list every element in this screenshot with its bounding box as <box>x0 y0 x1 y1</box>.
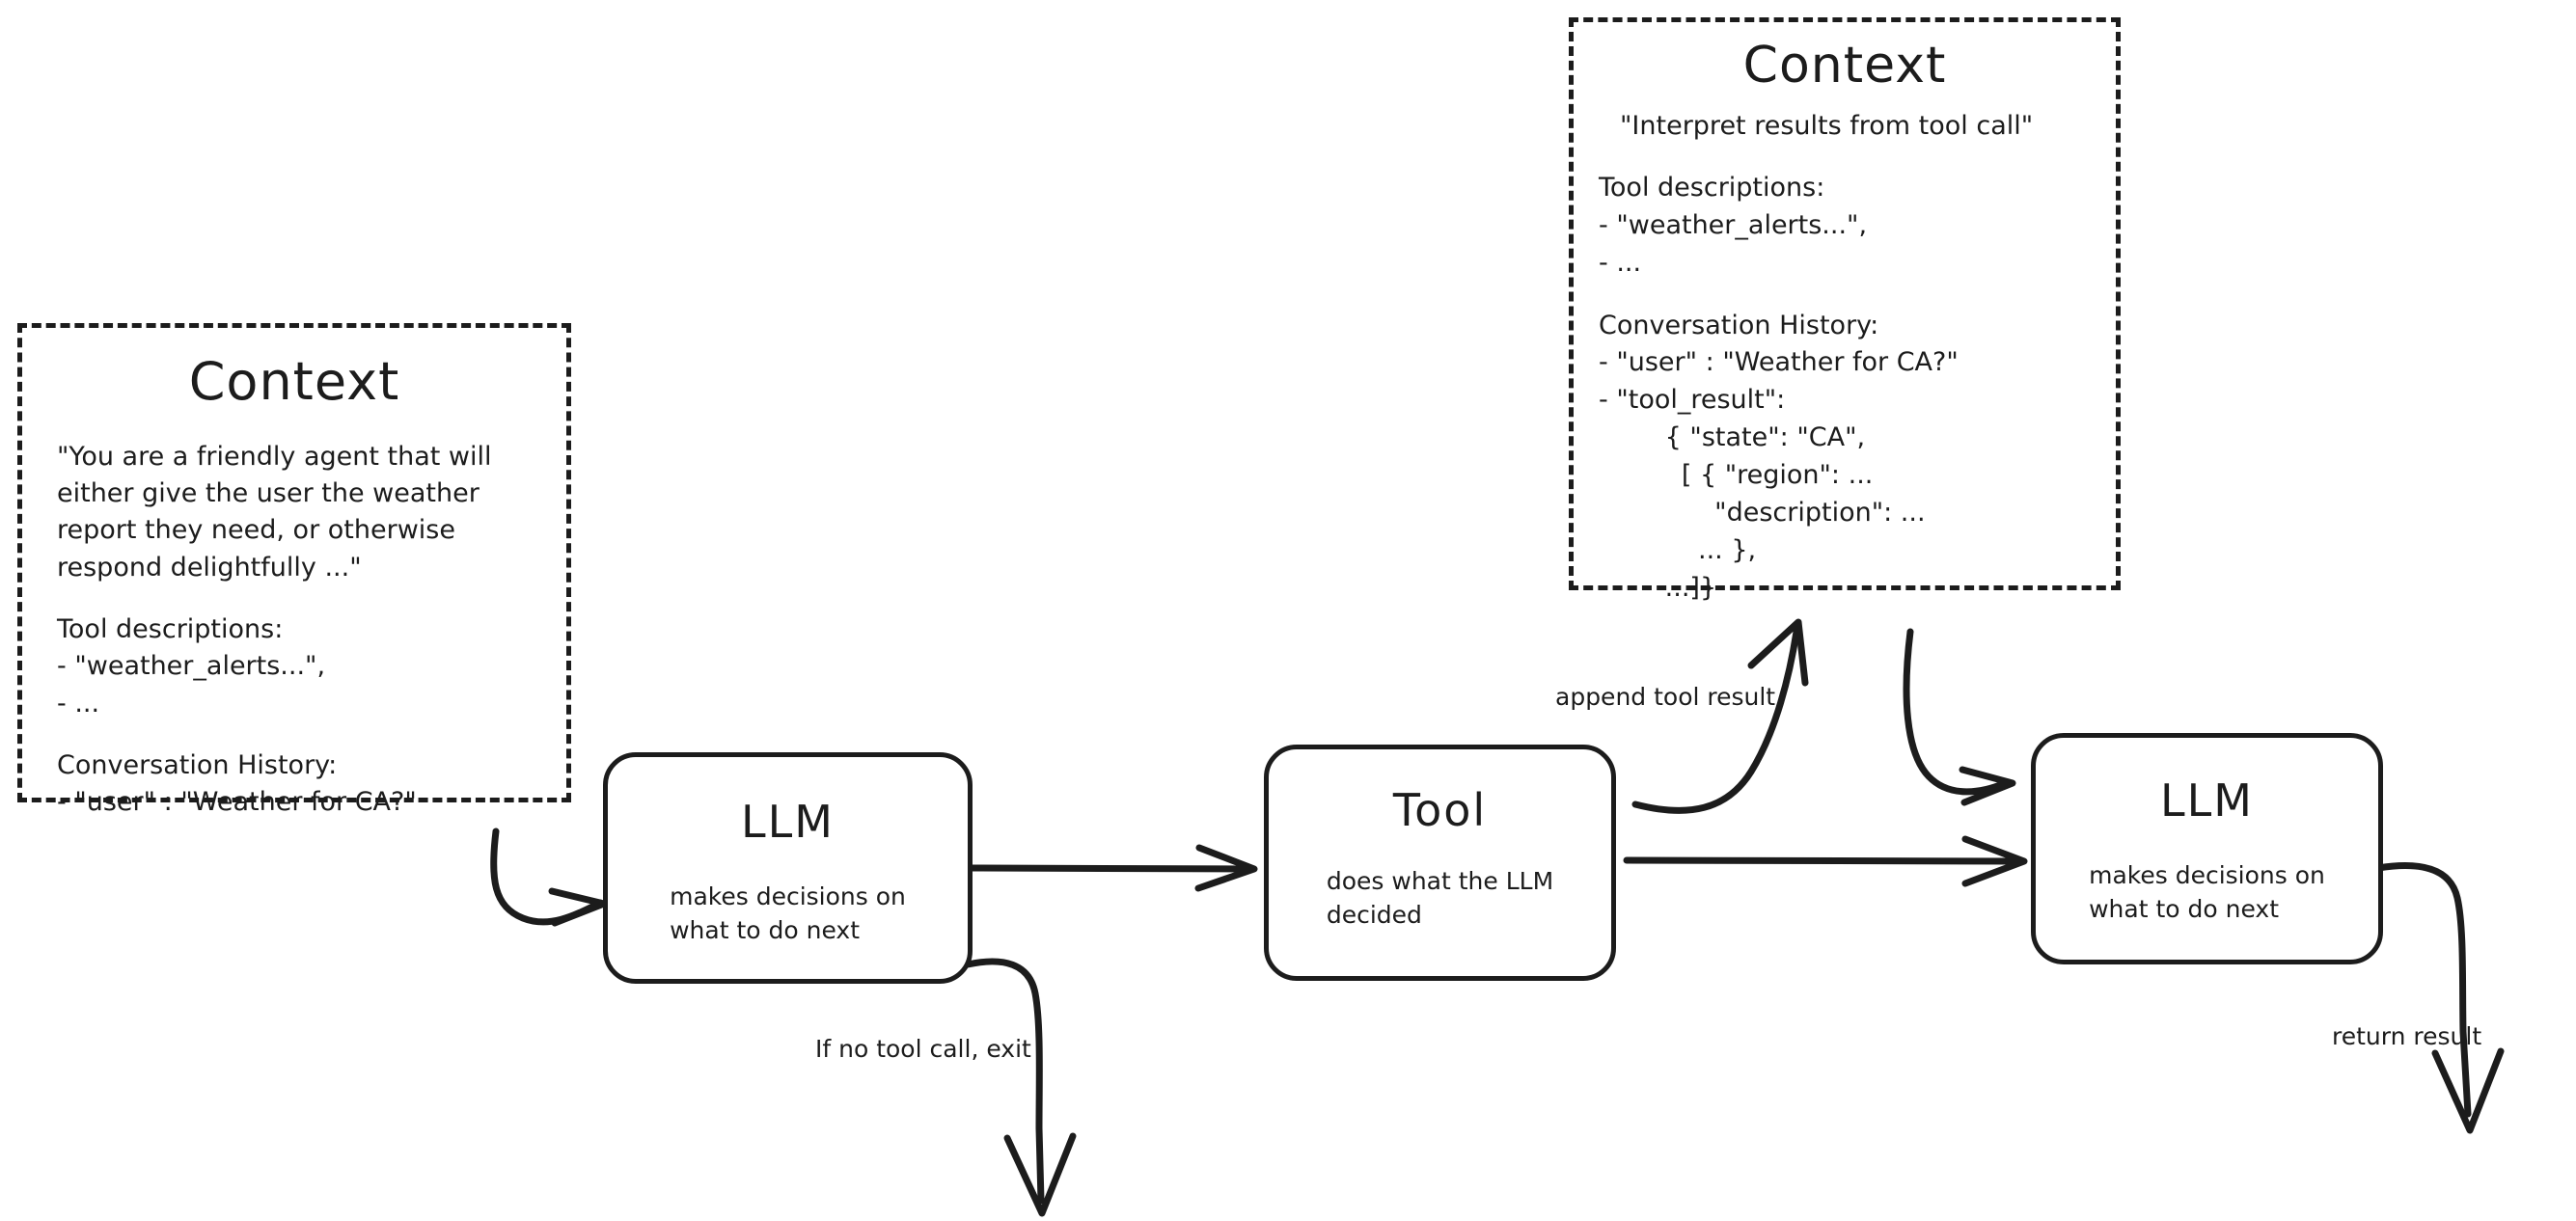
edge-context-to-llm1 <box>490 828 604 926</box>
context-after-tool-conversation-history: Conversation History: - "user" : "Weathe… <box>1599 310 1959 603</box>
edge-context-to-llm1-head <box>548 887 608 927</box>
edge-context-to-llm2 <box>1903 628 2009 796</box>
context-card-initial: Context "You are a friendly agent that w… <box>17 323 571 817</box>
node-tool-title: Tool <box>1392 784 1488 836</box>
node-llm-second-title: LLM <box>2160 774 2254 827</box>
context-after-tool-system-prompt: "Interpret results from tool call" <box>1620 110 2034 141</box>
edge-tool-to-llm2-head <box>1961 835 2028 887</box>
node-llm-first[interactable]: LLM makes decisions on what to do next <box>603 752 973 984</box>
edge-label-append-tool-result: append tool result <box>1555 683 1776 711</box>
context-card-after-tool: Context "Interpret results from tool cal… <box>1569 17 2121 603</box>
edge-llm1-exit <box>964 958 1045 1205</box>
node-llm-second[interactable]: LLM makes decisions on what to do next <box>2031 733 2383 964</box>
edge-llm1-to-tool <box>968 864 1252 873</box>
context-card-after-tool-title: Context <box>1742 37 1947 95</box>
node-llm-second-subtitle: makes decisions on what to do next <box>2089 861 2325 923</box>
node-tool[interactable]: Tool does what the LLM decided <box>1264 745 1616 981</box>
edge-context-to-llm2-head <box>1959 766 2016 806</box>
edge-llm2-return <box>2374 862 2472 1118</box>
context-card-initial-title: Context <box>188 351 400 412</box>
context-initial-system-prompt: "You are a friendly agent that will eith… <box>57 441 492 583</box>
edge-tool-to-context <box>1631 628 1800 814</box>
node-llm-first-title: LLM <box>741 796 835 848</box>
node-tool-subtitle: does what the LLM decided <box>1326 867 1554 929</box>
node-llm-first-subtitle: makes decisions on what to do next <box>670 882 906 944</box>
edge-llm1-to-tool-head <box>1194 844 1258 892</box>
edge-label-no-tool-call-exit: If no tool call, exit <box>815 1035 1031 1063</box>
edge-llm2-return-head <box>2431 1047 2505 1134</box>
context-initial-conversation-history: Conversation History: - "user" : "Weathe… <box>57 749 417 818</box>
context-after-tool-tool-descriptions: Tool descriptions: - "weather_alerts..."… <box>1599 172 1868 278</box>
edge-tool-to-llm2 <box>1623 856 2022 865</box>
edge-tool-to-context-head <box>1747 618 1809 687</box>
edge-llm1-exit-head <box>1003 1132 1077 1217</box>
edge-label-return-result: return result <box>2332 1022 2482 1050</box>
context-initial-tool-descriptions: Tool descriptions: - "weather_alerts..."… <box>57 614 326 719</box>
